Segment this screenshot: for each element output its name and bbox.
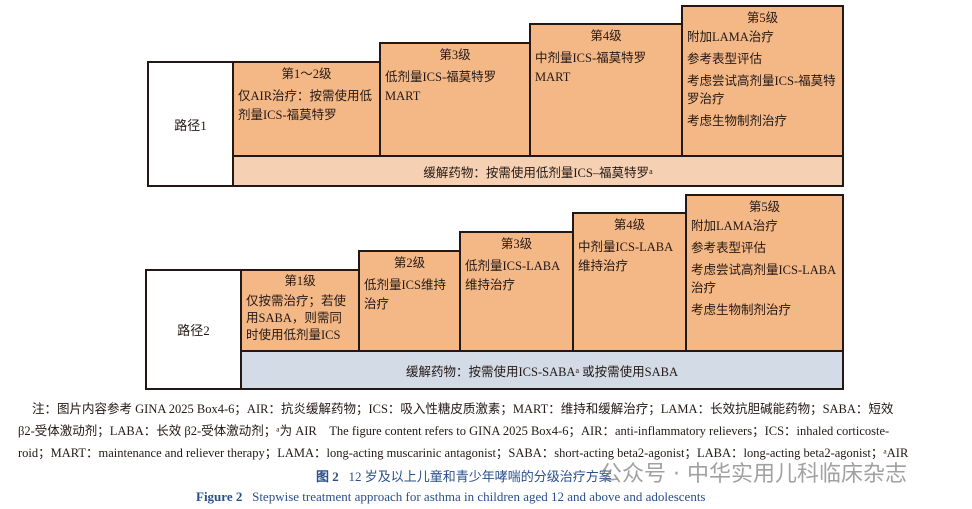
step-line: 低剂量ICS-福莫特罗: [385, 70, 497, 84]
reliever-text: 缓解药物：按需使用低剂量ICS–福莫特罗: [423, 165, 650, 180]
pathway2-label: 路径2: [145, 269, 242, 390]
step-line: 低剂量ICS维持治疗: [364, 278, 446, 311]
step-title: 第3级: [500, 237, 533, 251]
step-line: 考虑尝试高剂量ICS-LABA治疗: [691, 263, 837, 295]
caption-text-cn: 12 岁及以上儿童和青少年哮喘的分级治疗方案: [348, 469, 612, 484]
pathway1-step-3: 第3级 低剂量ICS-福莫特罗 MART: [379, 42, 531, 157]
step-line: 参考表型评估: [687, 52, 763, 66]
caption-title-cn: 图 2 12 岁及以上儿童和青少年哮喘的分级治疗方案: [316, 466, 612, 485]
step-line: 附加LAMA治疗: [687, 30, 774, 44]
step-line: 仅AIR治疗：按需使用低剂量ICS-福莫特罗: [238, 89, 373, 122]
pathway1-label: 路径1: [147, 61, 234, 187]
caption-text-en: Stepwise treatment approach for asthma i…: [252, 489, 706, 504]
pathway1-label-text: 路径1: [174, 117, 207, 133]
pathway1-step-4: 第4级 中剂量ICS-福莫特罗 MART: [529, 23, 683, 157]
reliever-text-b: 或按需使用SABA: [579, 364, 678, 379]
step-line: 低剂量ICS-LABA维持治疗: [465, 259, 561, 292]
footnote-marker: a: [649, 166, 653, 176]
step-title: 第5级: [746, 11, 779, 25]
step-line: MART: [535, 70, 571, 84]
step-title: 第1级: [284, 274, 316, 288]
step-title: 第5级: [748, 200, 781, 214]
pathway2-step-5: 第5级 附加LAMA治疗 参考表型评估 考虑尝试高剂量ICS-LABA治疗 考虑…: [685, 194, 844, 352]
caption-label-en: Figure 2: [196, 489, 243, 504]
watermark: 公众号 · 中华实用儿科临床杂志: [600, 462, 907, 487]
pathway1-step-5: 第5级 附加LAMA治疗 参考表型评估 考虑尝试高剂量ICS-福莫特罗治疗 考虑…: [681, 5, 844, 157]
step-line: 参考表型评估: [691, 241, 767, 255]
note-line-1: 注：图片内容参考 GINA 2025 Box4-6；AIR：抗炎缓解药物；ICS…: [32, 402, 894, 416]
step-line: 考虑生物制剂治疗: [687, 114, 788, 128]
pathway2-label-text: 路径2: [177, 323, 210, 338]
pathway2-step-3: 第3级 低剂量ICS-LABA维持治疗: [459, 231, 574, 352]
pathway2-step-1: 第1级 仅按需治疗；若使用SABA，则需同时使用低剂量ICS: [240, 269, 360, 352]
pathway2-step-4: 第4级 中剂量ICS-LABA维持治疗: [572, 212, 687, 352]
step-line: 仅按需治疗；若使用SABA，则需同时使用低剂量ICS: [246, 294, 347, 342]
step-line: 中剂量ICS-LABA维持治疗: [578, 240, 674, 273]
step-title: 第3级: [439, 48, 471, 62]
pathway2-step-2: 第2级 低剂量ICS维持治疗: [358, 250, 461, 352]
step-title: 第4级: [613, 218, 646, 232]
reliever-text: 缓解药物：按需使用ICS-SABA: [406, 364, 576, 379]
step-title: 第1～2级: [281, 67, 332, 81]
step-line: 考虑生物制剂治疗: [691, 303, 792, 317]
caption-label-cn: 图 2: [316, 469, 339, 484]
step-line: 考虑尝试高剂量ICS-福莫特罗治疗: [687, 74, 836, 106]
step-title: 第2级: [393, 256, 426, 270]
note-line-2: β2-受体激动剂；LABA：长效 β2-受体激动剂；ᵃ为 AIR The fig…: [18, 424, 890, 438]
step-line: 中剂量ICS-福莫特罗: [535, 51, 647, 65]
step-title: 第4级: [590, 29, 622, 43]
footnote-marker: a: [575, 365, 580, 375]
step-line: MART: [385, 89, 421, 103]
step-line: 附加LAMA治疗: [691, 219, 778, 233]
caption-title-en: Figure 2 Stepwise treatment approach for…: [196, 489, 706, 505]
pathway1-step-1-2: 第1～2级 仅AIR治疗：按需使用低剂量ICS-福莫特罗: [232, 61, 381, 157]
note-line-3: roid；MART：maintenance and reliever thera…: [18, 446, 909, 460]
